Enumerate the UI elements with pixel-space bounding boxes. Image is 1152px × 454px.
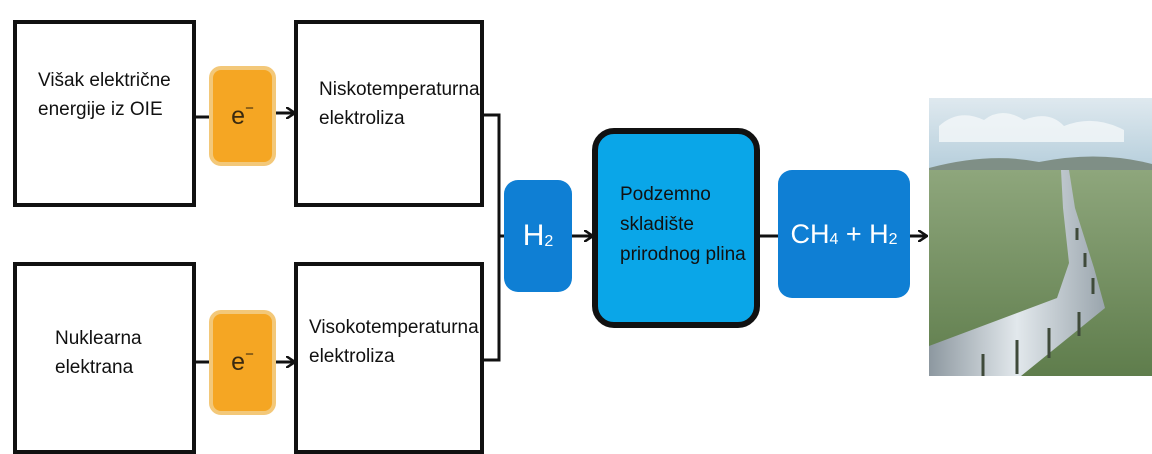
lowtemp-line-2: elektroliza bbox=[319, 108, 405, 129]
electron-badge-top: e− bbox=[209, 66, 276, 166]
photo-pipe-supports bbox=[981, 228, 1095, 376]
methane-symbol: CH bbox=[790, 218, 830, 249]
electron-symbol-bottom: e bbox=[231, 348, 246, 376]
source-bottom-line-1: Nuklearna bbox=[55, 328, 142, 349]
electron-symbol-top: e bbox=[231, 101, 246, 130]
hightemp-electrolysis-box: Visokotemperaturna elektroliza bbox=[294, 262, 484, 454]
storage-line-2: skladište bbox=[620, 214, 694, 235]
photo-pipe bbox=[929, 170, 1105, 376]
hydrogen-symbol: H bbox=[522, 219, 545, 252]
lowtemp-line-1: Niskotemperaturna bbox=[319, 79, 480, 100]
electron-badge-bottom: e− bbox=[209, 310, 276, 415]
source-top-line-2: energije iz OIE bbox=[38, 99, 163, 120]
methane-index: 4 bbox=[829, 231, 839, 248]
mixture-hydrogen-symbol: H bbox=[869, 218, 889, 249]
hightemp-line-1: Visokotemperaturna bbox=[309, 317, 479, 338]
storage-line-3: prirodnog plina bbox=[620, 244, 746, 265]
source-bottom-line-2: elektrana bbox=[55, 357, 134, 378]
photo-hills bbox=[929, 156, 1152, 174]
photo-clouds bbox=[939, 113, 1124, 142]
bracket-top bbox=[484, 113, 501, 236]
plus-sign: + bbox=[838, 218, 870, 249]
electron-charge-top: − bbox=[245, 99, 254, 117]
electron-charge-bottom: − bbox=[245, 346, 254, 363]
pipeline-photo bbox=[929, 98, 1152, 376]
bracket-bottom bbox=[484, 236, 501, 362]
source-box-renewable-surplus: Višak električne energije iz OIE bbox=[13, 20, 196, 207]
underground-storage-box: Podzemno skladište prirodnog plina bbox=[592, 128, 760, 328]
source-top-line-1: Višak električne bbox=[38, 70, 171, 91]
hightemp-line-2: elektroliza bbox=[309, 346, 395, 367]
source-box-nuclear-plant: Nuklearna elektrana bbox=[13, 262, 196, 454]
mixture-hydrogen-index: 2 bbox=[888, 231, 898, 248]
hydrogen-index: 2 bbox=[544, 233, 554, 250]
lowtemp-electrolysis-box: Niskotemperaturna elektroliza bbox=[294, 20, 484, 207]
storage-line-1: Podzemno bbox=[620, 184, 711, 205]
